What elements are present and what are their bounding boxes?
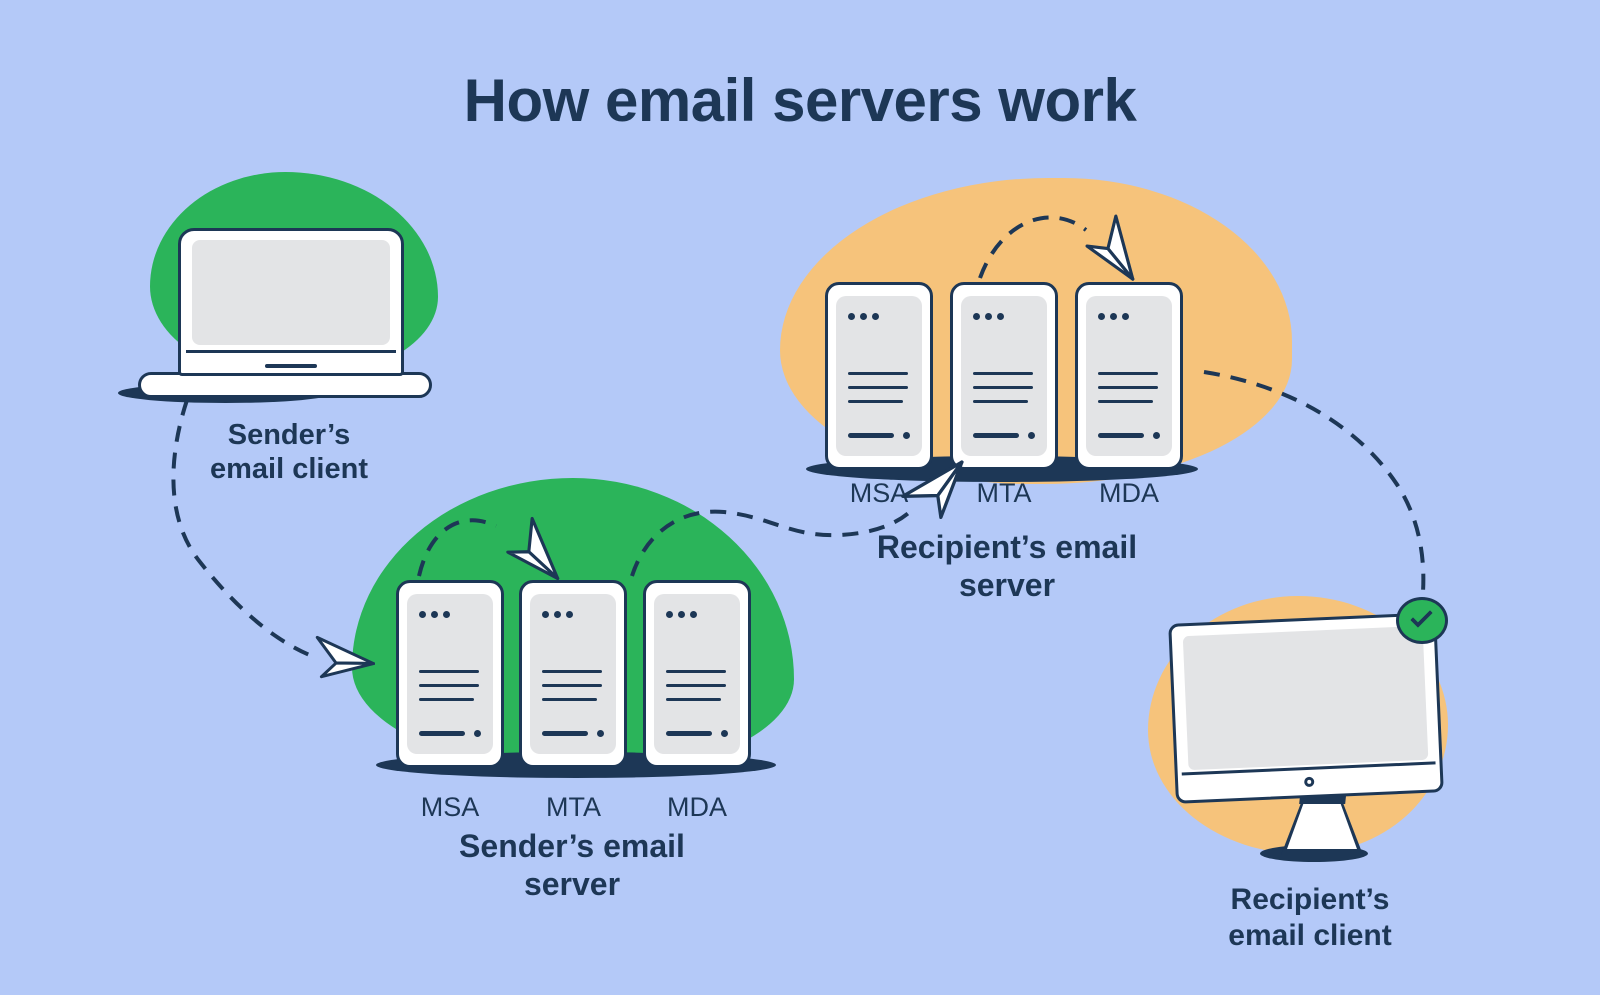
server-dots-icon [542, 611, 573, 618]
server-panel [407, 594, 493, 754]
sender-server-tower-mda [643, 580, 751, 768]
server-panel [836, 296, 922, 456]
sender-server-tower-msa [396, 580, 504, 768]
server-dots-icon [848, 313, 879, 320]
server-text-lines [419, 670, 479, 712]
label-line: email client [210, 453, 368, 485]
label-line: Recipient’s email [876, 529, 1138, 565]
monitor-illustration [1168, 612, 1444, 804]
recipient-server-tower-mta [950, 282, 1058, 470]
page-title: How email servers work [463, 67, 1137, 134]
sender-server-tower-mta [519, 580, 627, 768]
laptop-notch [265, 364, 317, 368]
recipient-server-tower-msa [825, 282, 933, 470]
server-text-lines [666, 670, 726, 712]
label-line: Recipient’s [1230, 883, 1390, 916]
server-panel [961, 296, 1047, 456]
label-line: email client [1228, 919, 1392, 952]
server-dots-icon [973, 313, 1004, 320]
check-circle-icon [1396, 597, 1448, 644]
laptop-illustration [178, 228, 404, 376]
monitor-button [1304, 776, 1315, 788]
unit-label-mta: MTA [976, 478, 1032, 508]
unit-label-mda: MDA [1099, 478, 1159, 508]
sender-client-label: Sender’s email client [139, 418, 439, 486]
monitor-screen [1182, 625, 1429, 771]
recipient-client-label: Recipient’s email client [1160, 882, 1460, 954]
server-dots-icon [1098, 313, 1129, 320]
recipient-server-unit-labels: MSA MTA MDA [825, 478, 1183, 509]
sender-server-unit-labels: MSA MTA MDA [396, 792, 751, 823]
label-line: Sender’s [227, 419, 351, 451]
unit-label-mda: MDA [667, 792, 727, 822]
laptop-screen [192, 240, 390, 345]
sender-server-label: Sender’s email server [422, 827, 722, 903]
server-panel [654, 594, 740, 754]
laptop-hinge-line [186, 350, 396, 353]
server-panel [1086, 296, 1172, 456]
unit-label-msa: MSA [849, 478, 909, 508]
server-text-lines [973, 372, 1033, 414]
server-text-lines [1098, 372, 1158, 414]
unit-label-msa: MSA [420, 792, 480, 822]
recipient-server-tower-mda [1075, 282, 1183, 470]
server-status-line [973, 432, 1035, 439]
label-line: server [523, 866, 621, 902]
server-status-line [419, 730, 481, 737]
label-line: server [958, 567, 1056, 603]
label-line: Sender’s email [459, 828, 685, 864]
server-dots-icon [666, 611, 697, 618]
server-dots-icon [419, 611, 450, 618]
check-mark-icon [1410, 605, 1433, 628]
server-status-line [1098, 432, 1160, 439]
recipient-server-label: Recipient’s email server [857, 528, 1157, 604]
unit-label-mta: MTA [546, 792, 601, 822]
server-text-lines [542, 670, 602, 712]
server-status-line [848, 432, 910, 439]
server-panel [530, 594, 616, 754]
server-status-line [542, 730, 604, 737]
server-text-lines [848, 372, 908, 414]
server-status-line [666, 730, 728, 737]
